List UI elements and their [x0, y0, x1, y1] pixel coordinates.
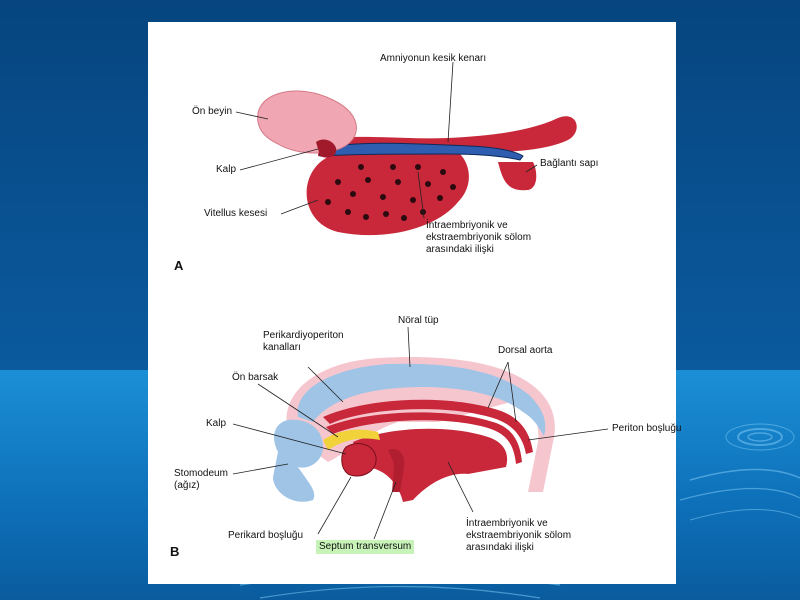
label-pericardial-cavity: Perikard boşluğu	[228, 530, 304, 541]
label-coelom-relation-b: İntraembriyonik ve ekstraembriyonik sölo…	[466, 518, 572, 553]
label-peritoneal-cavity: Periton boşluğu	[612, 423, 682, 434]
septum-transversum-shape	[388, 448, 405, 492]
neural-tube-shape	[297, 363, 546, 436]
label-forebrain: Ön beyin	[192, 106, 233, 117]
label-neural-tube: Nöral tüp	[398, 315, 439, 326]
label-foregut: Ön barsak	[232, 372, 279, 383]
yolk-sac-pores	[325, 164, 456, 221]
label-dorsal-aorta: Dorsal aorta	[498, 345, 553, 356]
connecting-stalk-shape	[498, 162, 537, 191]
body-cavity-shape	[353, 428, 508, 502]
coelom-band-shape	[317, 142, 524, 161]
label-septum-transversum: Septum transversum	[316, 540, 415, 554]
heart-b-shape	[341, 443, 377, 477]
panel-a-leader-lines	[235, 61, 538, 219]
forebrain-shape	[257, 90, 357, 154]
label-connecting-stalk: Bağlantı sapı	[540, 158, 599, 169]
figure-slide: Amniyonun kesik kenarı Ön beyin Kalp Bağ…	[148, 22, 682, 584]
septum-yolk-shape	[323, 429, 380, 450]
panel-b-illustration	[273, 357, 555, 502]
label-heart-a: Kalp	[216, 164, 237, 175]
heart-shape	[316, 139, 337, 158]
label-yolk-sac: Vitellus kesesi	[204, 208, 268, 219]
dorsal-aorta-shape	[323, 399, 533, 454]
label-coelom-relation-a: İntraembriyonik ve ekstraembriyonik sölo…	[426, 220, 532, 255]
label-amnion-edge: Amniyonun kesik kenarı	[380, 53, 487, 64]
panel-b-letter: B	[170, 544, 180, 559]
panel-b-leader-lines	[232, 326, 609, 540]
panel-a-illustration	[257, 90, 577, 236]
head-region-shape	[273, 419, 323, 502]
label-pericardioperitoneal-canals: Perikardiyoperiton kanalları	[263, 330, 344, 353]
label-stomodeum: Stomodeum (ağız)	[174, 468, 228, 491]
panel-a-letter: A	[174, 258, 184, 273]
label-heart-b: Kalp	[206, 418, 227, 429]
